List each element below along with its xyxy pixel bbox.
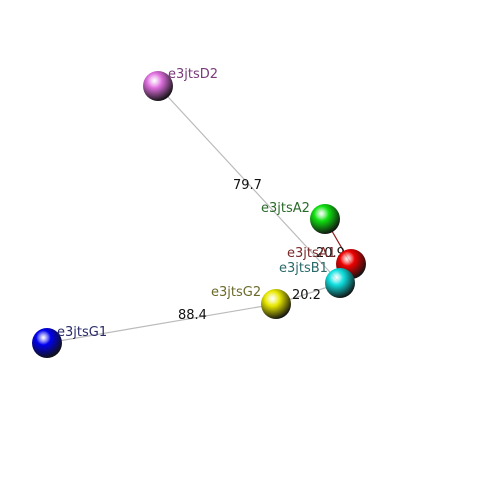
node-d2[interactable] [143,71,173,101]
edge-d2-b1 [157,85,341,284]
edge-label-d2-b1: 79.7 [233,178,262,193]
edge-label-g1-g2: 88.4 [178,308,207,323]
node-label-b1: e3jtsB1 [279,261,328,276]
edge-label-g2-b1: 20.2 [292,288,321,303]
node-label-a1: e3jtsA1 [287,246,336,261]
node-label-g2: e3jtsG2 [211,285,261,300]
node-b1[interactable] [325,268,355,298]
node-label-a2: e3jtsA2 [261,201,310,216]
node-label-d2: e3jtsD2 [168,67,218,82]
node-label-g1: e3jtsG1 [57,325,107,340]
node-g1[interactable] [32,328,62,358]
node-g2[interactable] [261,289,291,319]
edge-g1-g2 [46,303,277,344]
node-a2[interactable] [310,204,340,234]
